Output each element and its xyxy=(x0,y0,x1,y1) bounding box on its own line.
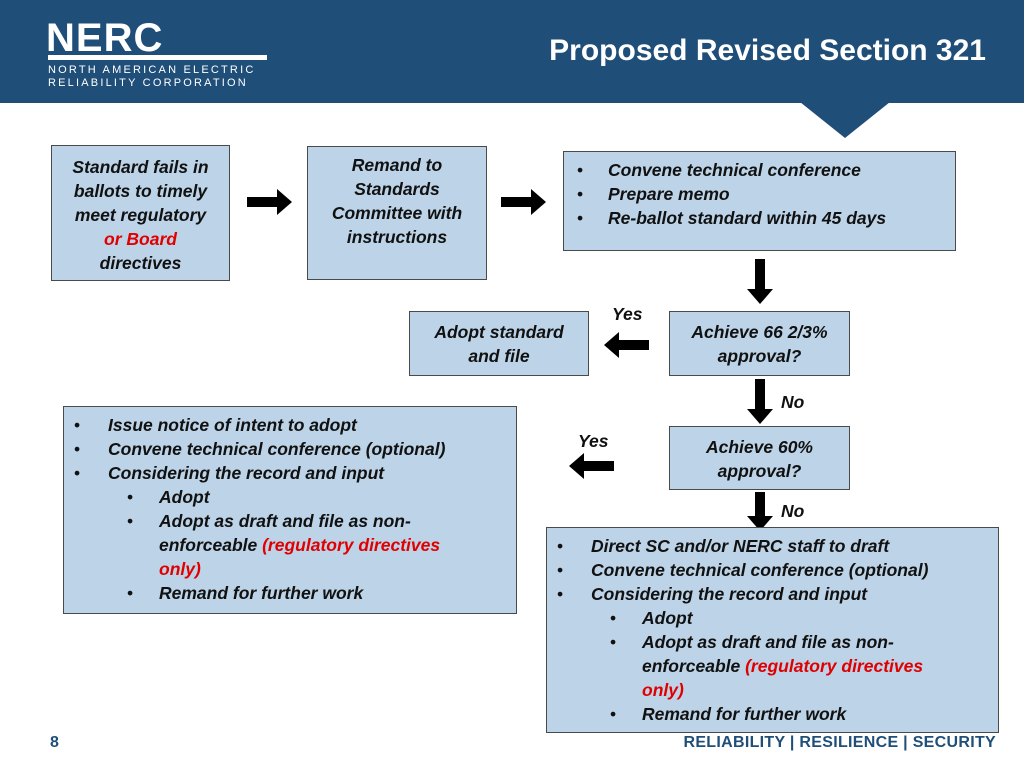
label-no-2: No xyxy=(781,501,805,521)
box-adopt-standard: Adopt standard and file xyxy=(409,311,589,376)
down-arrow-1 xyxy=(747,259,773,304)
box2-line2: Standards xyxy=(354,179,440,199)
box-board-options: •Issue notice of intent to adopt •Conven… xyxy=(63,406,517,614)
box1-line4: or Board xyxy=(104,229,177,249)
box8-list: •Direct SC and/or NERC staff to draft •C… xyxy=(547,534,998,726)
box1-line5: directives xyxy=(99,253,182,273)
page-title: Proposed Revised Section 321 xyxy=(549,34,986,67)
box4-line1: Achieve 66 2/3% xyxy=(691,322,828,342)
box8-sub-2: •Adopt as draft and file as non-enforcea… xyxy=(610,632,924,700)
down-arrow-3 xyxy=(747,492,773,531)
footer-tagline: RELIABILITY | RESILIENCE | SECURITY xyxy=(683,734,996,751)
label-yes-1: Yes xyxy=(612,304,643,324)
box2-line1: Remand to xyxy=(351,155,443,175)
logo-divider xyxy=(48,55,267,60)
box-achieve-60: Achieve 60% approval? xyxy=(669,426,850,490)
box6-line2: approval? xyxy=(717,461,802,481)
right-arrow-1 xyxy=(247,189,292,215)
box-convene-conference: •Convene technical conference •Prepare m… xyxy=(563,151,956,251)
logo-subtitle-line1: NORTH AMERICAN ELECTRIC xyxy=(48,64,256,76)
box-standard-fails: Standard fails in ballots to timely meet… xyxy=(51,145,230,281)
box7-item-2: •Convene technical conference (optional) xyxy=(74,439,446,459)
box7-sub-3: •Remand for further work xyxy=(127,583,364,603)
box7-item-1: •Issue notice of intent to adopt xyxy=(74,415,357,435)
box6-line1: Achieve 60% xyxy=(705,437,813,457)
box1-line1: Standard fails in xyxy=(72,157,209,177)
right-arrow-2 xyxy=(501,189,546,215)
box4-line2: approval? xyxy=(717,346,802,366)
label-no-1: No xyxy=(781,392,805,412)
box-direct-sc: •Direct SC and/or NERC staff to draft •C… xyxy=(546,527,999,733)
box8-item-3: •Considering the record and input xyxy=(557,584,868,604)
box8-sub-3: •Remand for further work xyxy=(610,704,847,724)
box5-line1: Adopt standard xyxy=(434,322,564,342)
box2-line3: Committee with xyxy=(331,203,463,223)
header-bar: NERC NORTH AMERICAN ELECTRIC RELIABILITY… xyxy=(0,0,1024,103)
box7-list: •Issue notice of intent to adopt •Conven… xyxy=(64,413,516,605)
box-achieve-66: Achieve 66 2/3% approval? xyxy=(669,311,850,376)
left-arrow-2 xyxy=(569,453,614,479)
box8-item-2: •Convene technical conference (optional) xyxy=(557,560,929,580)
box1-line3: meet regulatory xyxy=(74,205,207,225)
logo-subtitle-line2: RELIABILITY CORPORATION xyxy=(48,77,248,89)
box8-sub-1: •Adopt xyxy=(610,608,693,628)
box7-item-3: •Considering the record and input xyxy=(74,463,385,483)
header-notch xyxy=(800,102,890,138)
down-arrow-2 xyxy=(747,379,773,424)
box3-item-2: •Prepare memo xyxy=(577,184,730,204)
box8-item-1: •Direct SC and/or NERC staff to draft xyxy=(557,536,890,556)
box3-item-3: •Re-ballot standard within 45 days xyxy=(577,208,887,228)
label-yes-2: Yes xyxy=(578,431,609,451)
left-arrow-1 xyxy=(604,332,649,358)
box7-sub-2: •Adopt as draft and file as non-enforcea… xyxy=(127,511,441,579)
box7-sub-1: •Adopt xyxy=(127,487,210,507)
box3-list: •Convene technical conference •Prepare m… xyxy=(564,158,955,230)
page-number: 8 xyxy=(50,734,59,751)
box3-item-1: •Convene technical conference xyxy=(577,160,861,180)
box5-line2: and file xyxy=(468,346,530,366)
box1-line2: ballots to timely xyxy=(73,181,208,201)
box-remand-to-sc: Remand to Standards Committee with instr… xyxy=(307,146,487,280)
box2-line4: instructions xyxy=(346,227,448,247)
nerc-logo: NERC xyxy=(46,16,164,60)
